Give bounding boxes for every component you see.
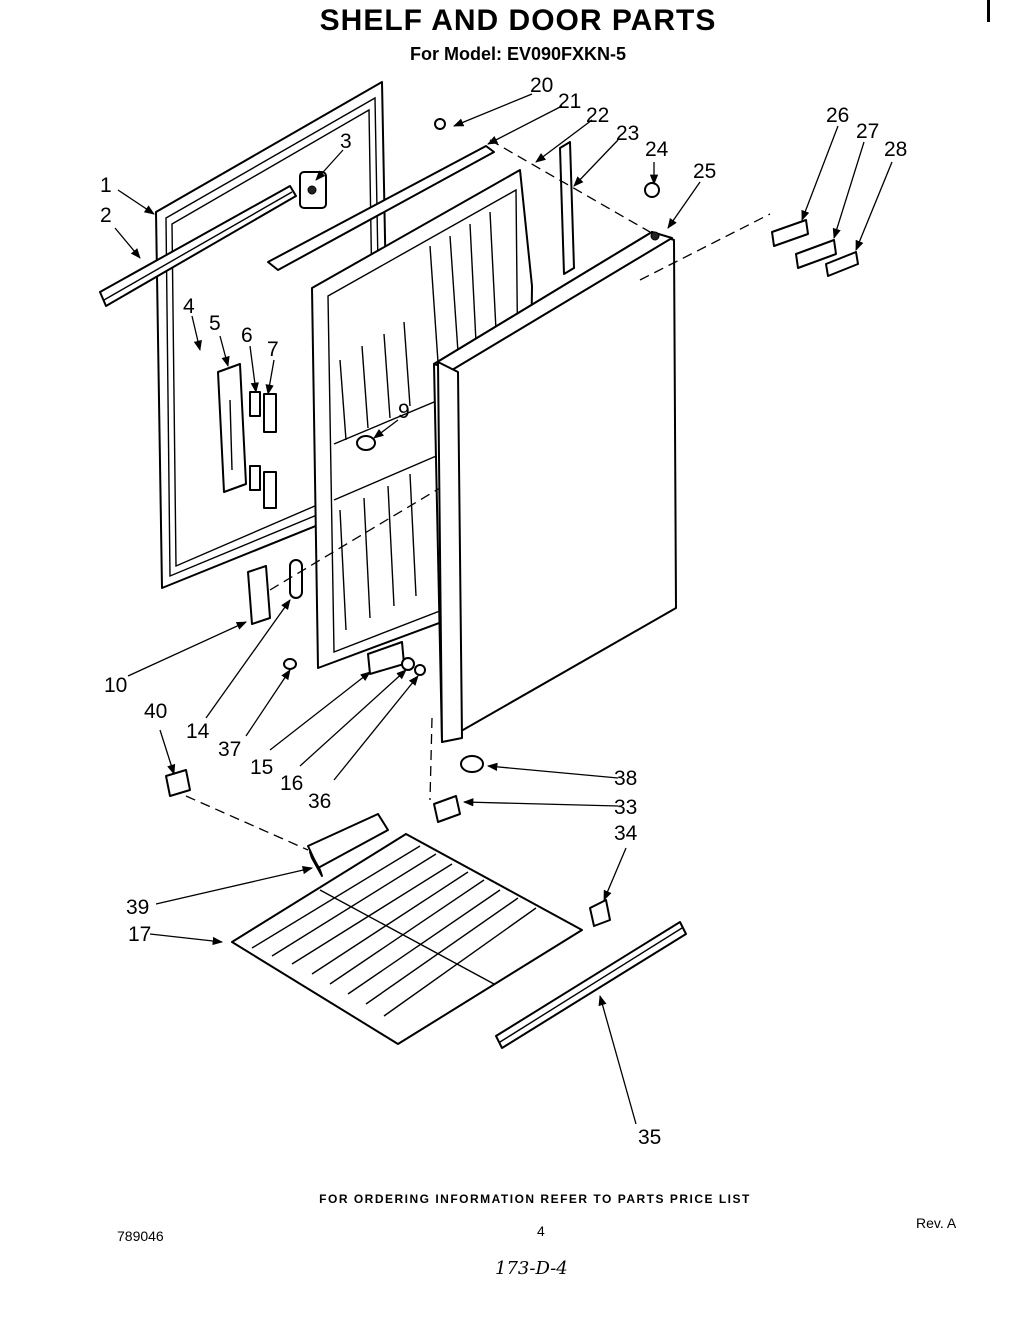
callout-39: 39: [126, 896, 149, 919]
leveling-leg: [460, 755, 484, 773]
breaker-strip: [99, 185, 297, 307]
page-number: 4: [537, 1223, 545, 1239]
door-stop: [356, 435, 376, 451]
handwritten-code: 173-D-4: [495, 1258, 568, 1279]
callout-2: 2: [100, 204, 112, 227]
nameplate-set: [771, 219, 859, 277]
model-subtitle: For Model: EV090FXKN-5: [409, 44, 627, 64]
callout-26: 26: [826, 104, 849, 127]
callout-5: 5: [209, 312, 221, 335]
callout-labels: 1 2 3 4 5 6 7 9 10 14 15 16 17 20 21 22 …: [100, 74, 907, 1149]
handle-insert: [249, 391, 277, 509]
leader-lines: [114, 93, 893, 1125]
hinge-assembly: [283, 641, 426, 676]
callout-3: 3: [340, 130, 352, 153]
callout-36: 36: [308, 790, 331, 813]
callout-28: 28: [884, 138, 907, 161]
callout-14: 14: [186, 720, 210, 743]
callout-15: 15: [250, 756, 273, 779]
callout-40: 40: [144, 700, 167, 723]
callout-33: 33: [614, 796, 637, 819]
callout-37: 37: [218, 738, 241, 761]
wire-shelf: [231, 833, 583, 1045]
callout-1: 1: [100, 174, 112, 197]
door-handle: [217, 363, 247, 493]
screw: [434, 118, 660, 198]
callout-38: 38: [614, 767, 637, 790]
callout-9: 9: [398, 400, 410, 423]
assembly-lines: [185, 139, 771, 851]
bracket-plate: [165, 769, 191, 797]
shelf-clip: [433, 795, 611, 927]
callout-4: 4: [183, 295, 195, 318]
callout-6: 6: [241, 324, 253, 347]
callout-10: 10: [104, 674, 127, 697]
cabinet: [433, 231, 677, 743]
callout-7: 7: [267, 338, 279, 361]
callout-22: 22: [586, 104, 609, 127]
revision-label: Rev. A: [916, 1215, 957, 1231]
side-strip: [559, 141, 575, 275]
callout-27: 27: [856, 120, 879, 143]
callout-34: 34: [614, 822, 638, 845]
callout-16: 16: [280, 772, 303, 795]
shelf-support: [307, 813, 389, 877]
callout-17: 17: [128, 923, 151, 946]
corner-registration-mark: [987, 0, 990, 22]
cabinet-handle: [247, 559, 303, 625]
callout-35: 35: [638, 1126, 661, 1149]
callout-24: 24: [645, 138, 669, 161]
callout-21: 21: [558, 90, 581, 113]
document-number: 789046: [117, 1228, 164, 1244]
page-title: SHELF AND DOOR PARTS: [319, 4, 717, 37]
top-rail: [267, 145, 495, 271]
callout-20: 20: [530, 74, 553, 97]
shelf-front-rail: [495, 921, 687, 1049]
ordering-info-note: FOR ORDERING INFORMATION REFER TO PARTS …: [319, 1192, 751, 1206]
door-hinge: [299, 171, 327, 209]
callout-25: 25: [693, 160, 716, 183]
callout-23: 23: [616, 122, 639, 145]
